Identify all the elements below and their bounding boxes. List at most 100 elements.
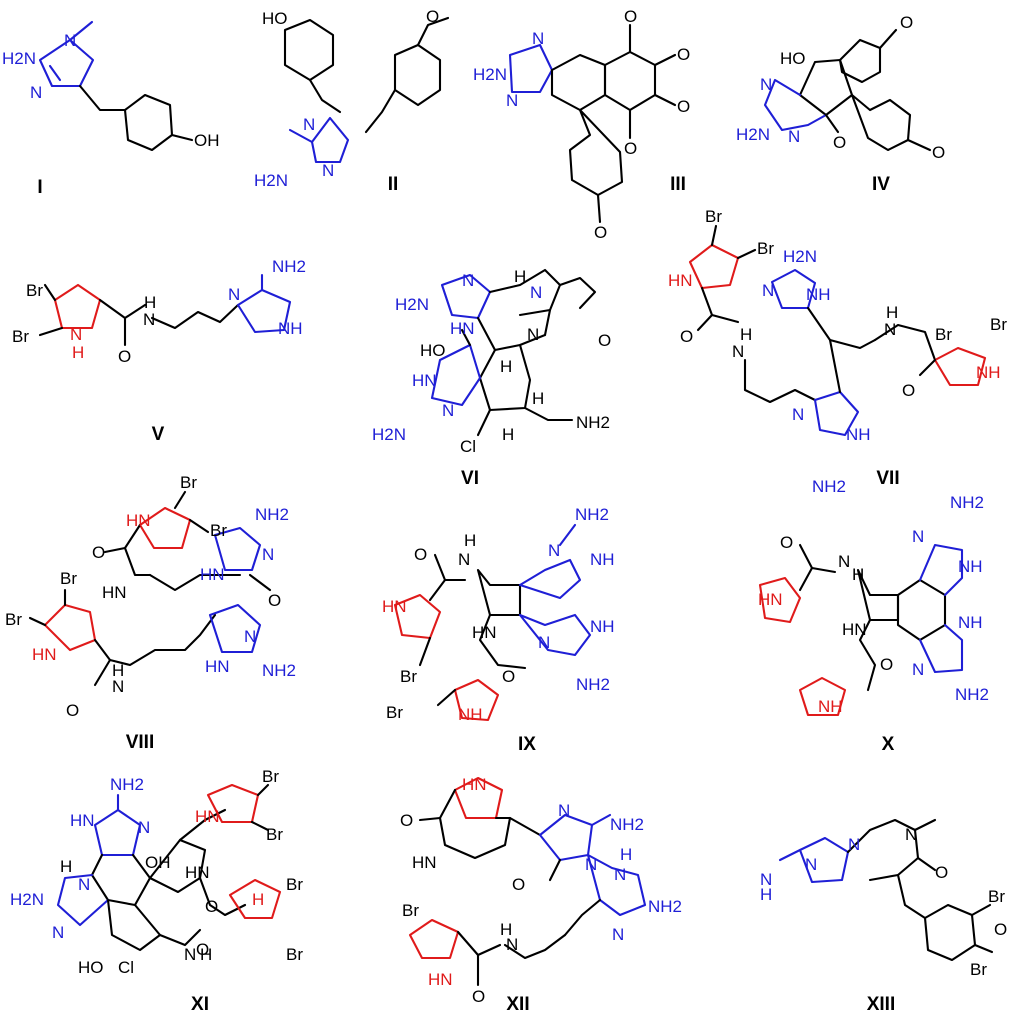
- atom-label: O: [677, 97, 690, 116]
- atom-label: H2N: [2, 49, 36, 68]
- atom-label: HN: [472, 623, 497, 642]
- atom-label: O: [598, 331, 611, 350]
- atom-label: Br: [60, 569, 77, 588]
- atom-label: H: [112, 661, 124, 680]
- atom-label: Br: [402, 901, 419, 920]
- atom-label: N: [506, 91, 518, 110]
- compound-II: HO O N H2N N II: [254, 7, 450, 195]
- atom-label: NH2: [576, 413, 610, 432]
- atom-label: N: [538, 633, 550, 652]
- atom-label: HN: [102, 583, 127, 602]
- atom-label: N: [805, 855, 817, 874]
- atom-label: NH2: [955, 685, 989, 704]
- atom-label: O: [677, 45, 690, 64]
- atom-label: H: [144, 293, 156, 312]
- atom-label: HN: [450, 319, 475, 338]
- atom-label: Br: [400, 667, 417, 686]
- atom-label: HN: [70, 811, 95, 830]
- atom-label: O: [932, 143, 945, 162]
- compound-label: VIII: [126, 732, 155, 753]
- atom-label: HN: [412, 371, 437, 390]
- atom-label: O: [902, 381, 915, 400]
- atom-label: NH: [846, 425, 871, 444]
- atom-label: NH2: [575, 505, 609, 524]
- atom-label: Br: [988, 887, 1005, 906]
- compound-label: V: [152, 424, 165, 445]
- atom-label: H2N: [254, 171, 288, 190]
- atom-label: NH2: [950, 493, 984, 512]
- compound-V: Br Br N H O H N NH2 N NH V: [12, 257, 306, 445]
- compound-XII: HN O HN N NH2 N O H N NH2 N Br HN N H O …: [400, 775, 682, 1015]
- compound-X: O N H NH2 N NH HN HN O NH N NH2 NH X: [758, 493, 989, 755]
- atom-label: H: [740, 325, 752, 344]
- atom-label: O: [196, 940, 209, 959]
- atom-label: NH: [590, 550, 615, 569]
- atom-label: HN: [668, 271, 693, 290]
- atom-label: O: [268, 591, 281, 610]
- atom-label: N: [138, 818, 150, 837]
- atom-label: N: [184, 945, 196, 964]
- atom-label: NH: [958, 557, 983, 576]
- atom-label: HO: [420, 341, 446, 360]
- atom-label: H: [852, 565, 864, 584]
- atom-label: HO: [780, 49, 806, 68]
- atom-label: H2N: [10, 890, 44, 909]
- atom-label: Br: [210, 521, 227, 540]
- atom-label: OH: [145, 853, 171, 872]
- atom-label: H: [72, 343, 84, 362]
- atom-label: N: [792, 405, 804, 424]
- atom-label: H: [886, 303, 898, 322]
- atom-label: H2N: [395, 295, 429, 314]
- compound-label: VI: [461, 468, 479, 489]
- atom-label: HN: [32, 645, 57, 664]
- atom-label: H2N: [372, 425, 406, 444]
- atom-label: NH2: [576, 675, 610, 694]
- atom-label: N: [585, 855, 597, 874]
- atom-label: N: [506, 935, 518, 954]
- atom-label: HN: [205, 657, 230, 676]
- atom-label: O: [205, 897, 218, 916]
- atom-label: N: [112, 677, 124, 696]
- atom-label: O: [680, 327, 693, 346]
- atom-label: N: [143, 310, 155, 329]
- atom-label: HN: [842, 620, 867, 639]
- atom-label: N: [848, 835, 860, 854]
- atom-label: N: [532, 29, 544, 48]
- compound-label: IV: [872, 174, 890, 195]
- compound-label: X: [882, 734, 895, 755]
- atom-label: H: [760, 885, 772, 904]
- atom-label: N: [64, 31, 76, 50]
- atom-label: N: [905, 825, 917, 844]
- atom-label: N: [78, 875, 90, 894]
- atom-label: N: [303, 115, 315, 134]
- atom-label: H2N: [783, 247, 817, 266]
- compound-label: VII: [876, 468, 899, 489]
- compound-VIII: Br HN Br NH2 HN N O O HN Br Br HN O N H …: [5, 473, 296, 753]
- atom-label: Br: [705, 207, 722, 226]
- atom-label: HN: [126, 511, 151, 530]
- atom-label: O: [935, 863, 948, 882]
- atom-label: H: [60, 857, 72, 876]
- atom-label: N: [30, 83, 42, 102]
- atom-label: H: [502, 425, 514, 444]
- compound-VI: H N H2N N HN O N HO H HN N H2N Cl H H NH…: [372, 267, 611, 489]
- atom-label: H: [252, 890, 264, 909]
- atom-label: H: [532, 389, 544, 408]
- atom-label: NH2: [610, 815, 644, 834]
- atom-label: HN: [200, 565, 225, 584]
- atom-label: NH: [806, 285, 831, 304]
- atom-label: N: [228, 285, 240, 304]
- compound-IX: O H N NH2 N NH HN Br HN N NH O NH2 Br NH…: [382, 505, 615, 755]
- atom-label: NH: [818, 697, 843, 716]
- atom-label: Cl: [118, 958, 134, 977]
- atom-label: N: [442, 401, 454, 420]
- atom-label: O: [624, 7, 637, 26]
- atom-label: Br: [26, 281, 43, 300]
- compound-XIII: N N O Br N N H O Br XIII: [760, 818, 1007, 1015]
- atom-label: O: [400, 811, 413, 830]
- atom-label: O: [472, 987, 485, 1006]
- atom-label: N: [838, 552, 850, 571]
- atom-label: H: [464, 531, 476, 550]
- atom-label: O: [594, 223, 607, 242]
